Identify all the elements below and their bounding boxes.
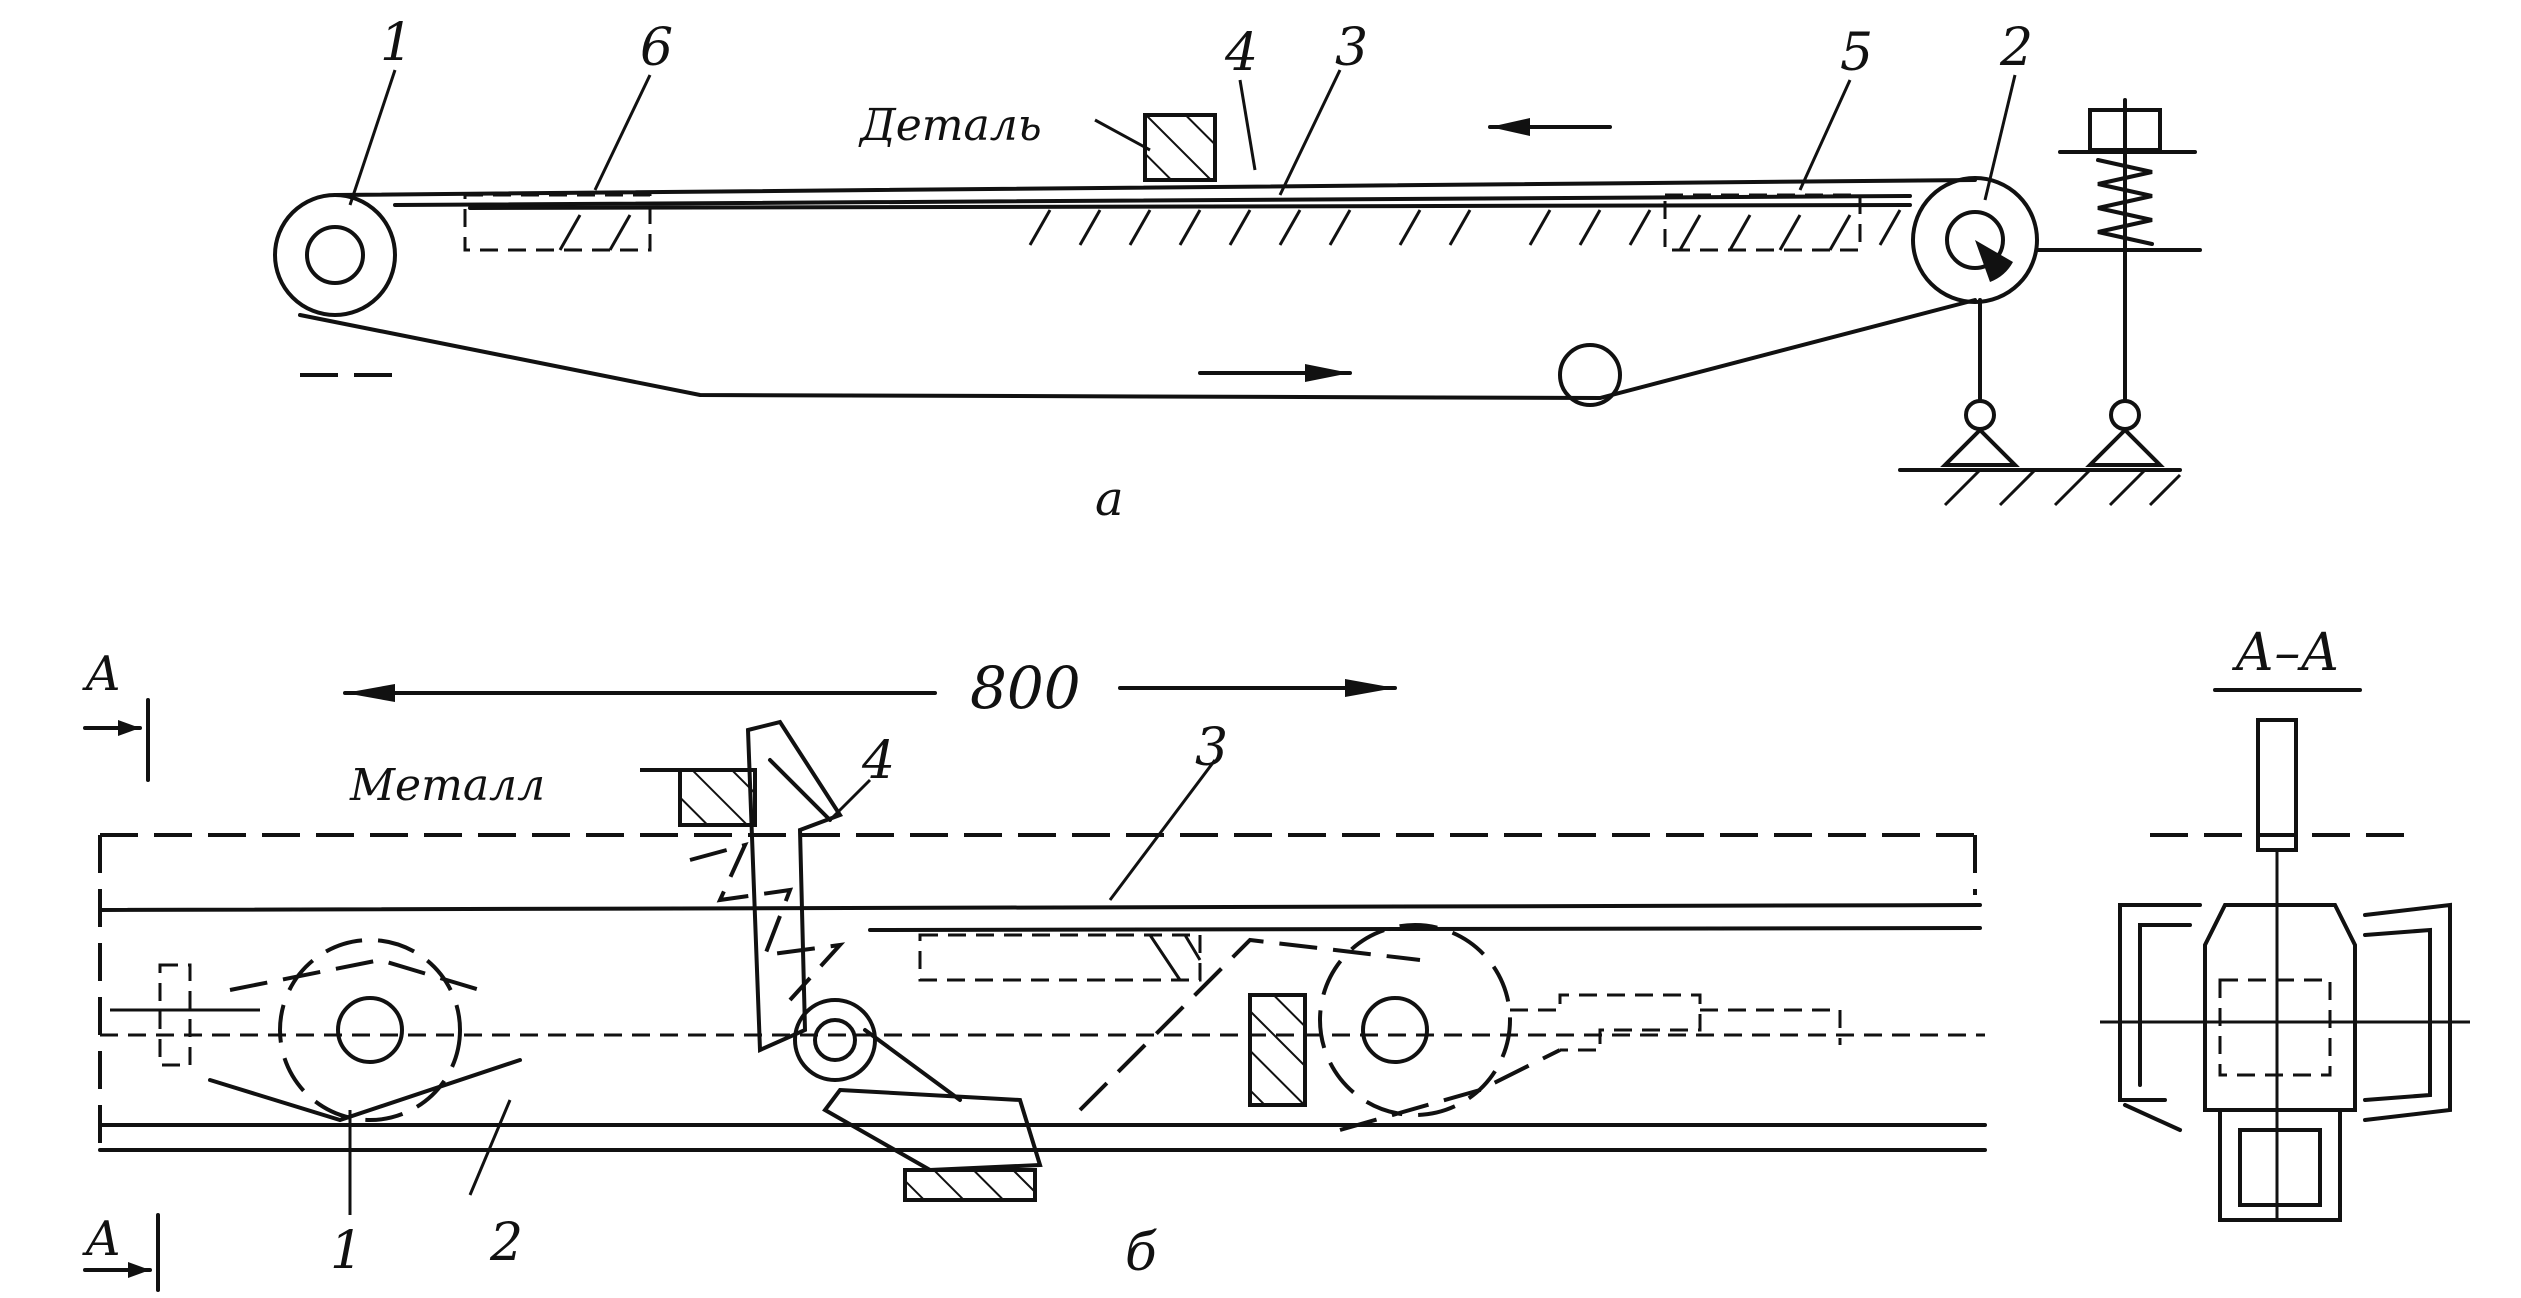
metal-part xyxy=(678,768,757,827)
leader-3 xyxy=(1278,69,1342,196)
callout-a-6: 6 xyxy=(640,18,673,78)
rail-upper-2 xyxy=(868,926,1982,932)
section-left-stub xyxy=(2123,1103,2182,1132)
ground-hatching xyxy=(1943,468,2182,507)
drive-pulley-1-hub xyxy=(305,225,365,285)
section-lower-inner xyxy=(2238,1128,2322,1207)
pusher-base-hatch xyxy=(903,1168,1037,1202)
section-left-bracket-inner xyxy=(2138,923,2192,1087)
chain-roller-1-hub xyxy=(336,996,404,1064)
spring-coil xyxy=(2096,158,2154,246)
part-label-b: Металл xyxy=(349,760,545,811)
pusher-4-arm xyxy=(863,1028,962,1102)
leader-b-2 xyxy=(468,1099,512,1196)
section-title: А–А xyxy=(2231,623,2340,683)
section-inner-block xyxy=(2218,978,2332,1077)
callout-b-4: 4 xyxy=(861,731,895,791)
center-block xyxy=(1248,993,1307,1107)
callout-b-3: 3 xyxy=(1195,718,1228,778)
callout-b-2: 2 xyxy=(489,1213,523,1273)
pin-left xyxy=(158,963,192,1067)
chain-right-detail-2 xyxy=(1700,1008,1842,1045)
callout-a-5: 5 xyxy=(1840,23,1873,83)
idler-roller xyxy=(1558,343,1622,407)
support-bed xyxy=(468,203,1912,210)
support-triangle-2 xyxy=(2085,427,2165,467)
callout-b-1: 1 xyxy=(330,1221,363,1281)
belt-upper-2 xyxy=(393,194,1912,207)
part-label-a: Деталь xyxy=(858,100,1042,151)
chain-roller-2-hub xyxy=(813,1018,857,1062)
chain-roller-3 xyxy=(1318,923,1512,1117)
rail-upper xyxy=(98,903,1982,912)
pusher-4-inner xyxy=(768,758,832,822)
drive-pulley-1 xyxy=(273,193,397,317)
pulley-2-sector xyxy=(1975,240,2013,282)
callout-a-4: 4 xyxy=(1224,23,1258,83)
figure-b-conveyor: 800 А А xyxy=(82,646,1987,1292)
dimension-800-label: 800 xyxy=(970,654,1081,722)
leader-4 xyxy=(1238,79,1257,171)
hinge-2 xyxy=(2109,399,2141,431)
support-triangle-1 xyxy=(1940,427,2020,467)
pusher-4 xyxy=(745,719,844,1054)
workpiece-4 xyxy=(1143,113,1217,182)
leader-b-3 xyxy=(1108,759,1217,901)
magnet-block-6 xyxy=(463,193,652,252)
leader-1 xyxy=(348,69,397,206)
belt-upper xyxy=(333,178,1977,197)
chain-plate-2 xyxy=(229,957,481,992)
chain-plate-3 xyxy=(1078,937,1421,1112)
pusher-zigzag xyxy=(689,841,846,1002)
section-left-bracket xyxy=(2118,903,2202,1102)
belt-return xyxy=(298,298,1977,401)
leader-5 xyxy=(1798,79,1852,191)
magnet-block-5 xyxy=(1663,193,1862,252)
section-right-bracket-inner xyxy=(2363,927,2432,1102)
section-view-a-a: А–А xyxy=(2100,623,2470,1222)
leader-b-4 xyxy=(828,778,872,822)
leader-6 xyxy=(593,74,652,191)
arrow-upper-left xyxy=(1488,118,1612,136)
section-mark-label-bottom: А xyxy=(82,1211,121,1267)
driven-pulley-2-hub xyxy=(1945,210,2005,270)
section-right-bracket xyxy=(2363,902,2452,1122)
clamp-3 xyxy=(918,933,1202,982)
chain-plate-1 xyxy=(208,1058,522,1123)
chain-plate-4 xyxy=(1339,1048,1561,1132)
dimension-800 xyxy=(343,679,1397,702)
callout-a-1: 1 xyxy=(380,13,413,73)
section-lower-block xyxy=(2218,1108,2342,1222)
section-mark-top xyxy=(83,698,150,782)
section-body xyxy=(2203,903,2357,1112)
hinge-1 xyxy=(1964,399,1996,431)
support-bed-hatching xyxy=(1028,209,1902,246)
pusher-4-base xyxy=(822,1087,1043,1173)
chain-right-detail xyxy=(1510,993,1702,1052)
chain-roller-1 xyxy=(278,938,462,1122)
leader-detal xyxy=(1094,118,1151,152)
chain-roller-3-hub xyxy=(1361,996,1429,1064)
section-mark-label-top: А xyxy=(82,646,121,702)
leader-2 xyxy=(1983,74,2017,201)
section-shaft xyxy=(2256,718,2298,852)
section-mark-bottom xyxy=(83,1213,160,1292)
caption-b: б xyxy=(1125,1223,1157,1283)
callout-a-3: 3 xyxy=(1335,18,1368,78)
chain-roller-2 xyxy=(793,998,877,1082)
caption-a: а xyxy=(1095,471,1124,527)
figure-a-conveyor: 1 6 4 3 5 2 Деталь а xyxy=(273,13,2202,527)
arrow-lower-right xyxy=(1198,364,1352,382)
callout-a-2: 2 xyxy=(1999,18,2033,78)
